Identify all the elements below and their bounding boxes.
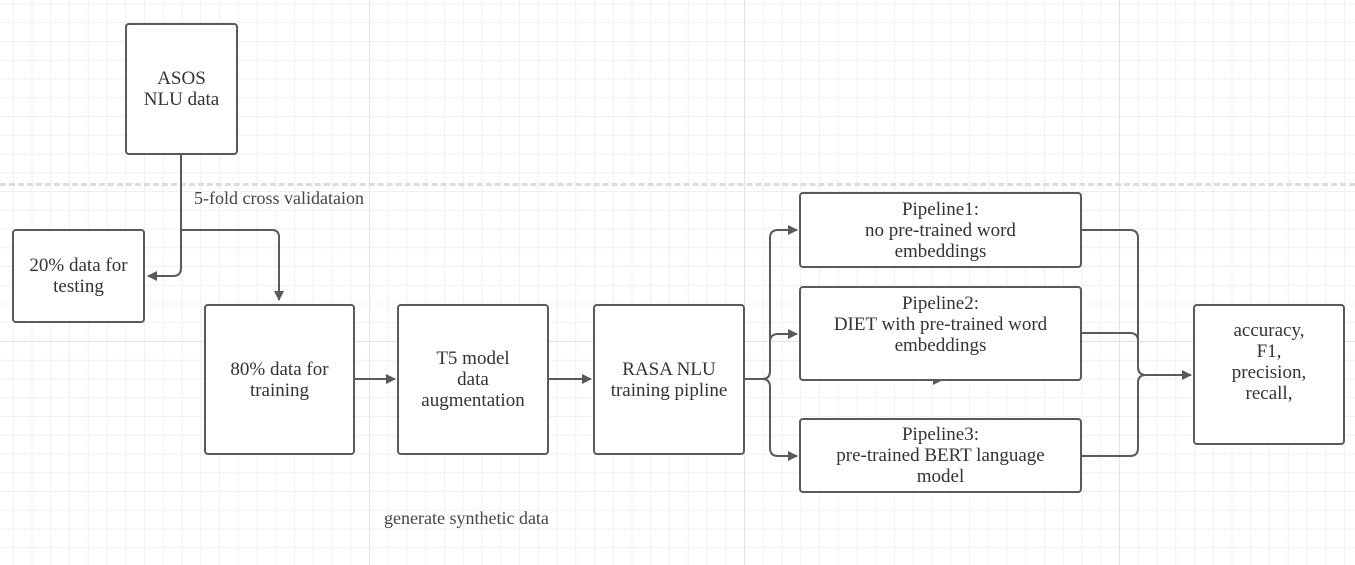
dashed-separator [0,183,1355,186]
pipeline2-box[interactable]: Pipeline2: DIET with pre-trained word em… [799,286,1082,381]
pipeline1-label: Pipeline1: no pre-trained word embedding… [865,198,1016,262]
connector-rasa-p3 [761,378,798,461]
connector-p2-metrics [1081,332,1139,342]
metrics-label: accuracy, F1, precision, recall, [1231,319,1307,404]
synthetic-data-label: generate synthetic data [384,508,549,528]
pipeline3-label: Pipeline3: pre-trained BERT language mod… [836,424,1045,487]
connector-split-training [181,229,284,301]
pipeline3-box[interactable]: Pipeline3: pre-trained BERT language mod… [799,418,1082,493]
t5-augmentation-label: T5 model data augmentation [421,348,525,411]
asos-nlu-data-label: ASOS NLU data [143,68,220,110]
pipeline1-box[interactable]: Pipeline1: no pre-trained word embedding… [799,192,1082,268]
metrics-box[interactable]: accuracy, F1, precision, recall, [1193,304,1345,445]
connector-p3-metrics [1081,374,1147,457]
testing-data-label: 20% data for testing [29,255,128,297]
cross-validation-label: 5-fold cross validataion [194,188,364,208]
asos-nlu-data-box[interactable]: ASOS NLU data [125,23,238,155]
connector-asos-split [147,154,182,281]
pipeline2-label: Pipeline2: DIET with pre-trained word em… [833,293,1048,356]
rasa-pipeline-box[interactable]: RASA NLU training pipline [593,304,745,455]
training-data-label: 80% data for training [230,358,329,401]
testing-data-box[interactable]: 20% data for testing [12,229,145,323]
t5-augmentation-box[interactable]: T5 model data augmentation [397,304,549,455]
connector-rasa-p2 [761,329,798,380]
rasa-pipeline-label: RASA NLU training pipline [610,358,728,401]
training-data-box[interactable]: 80% data for training [204,304,355,455]
connector-p1-metrics [1081,229,1192,380]
